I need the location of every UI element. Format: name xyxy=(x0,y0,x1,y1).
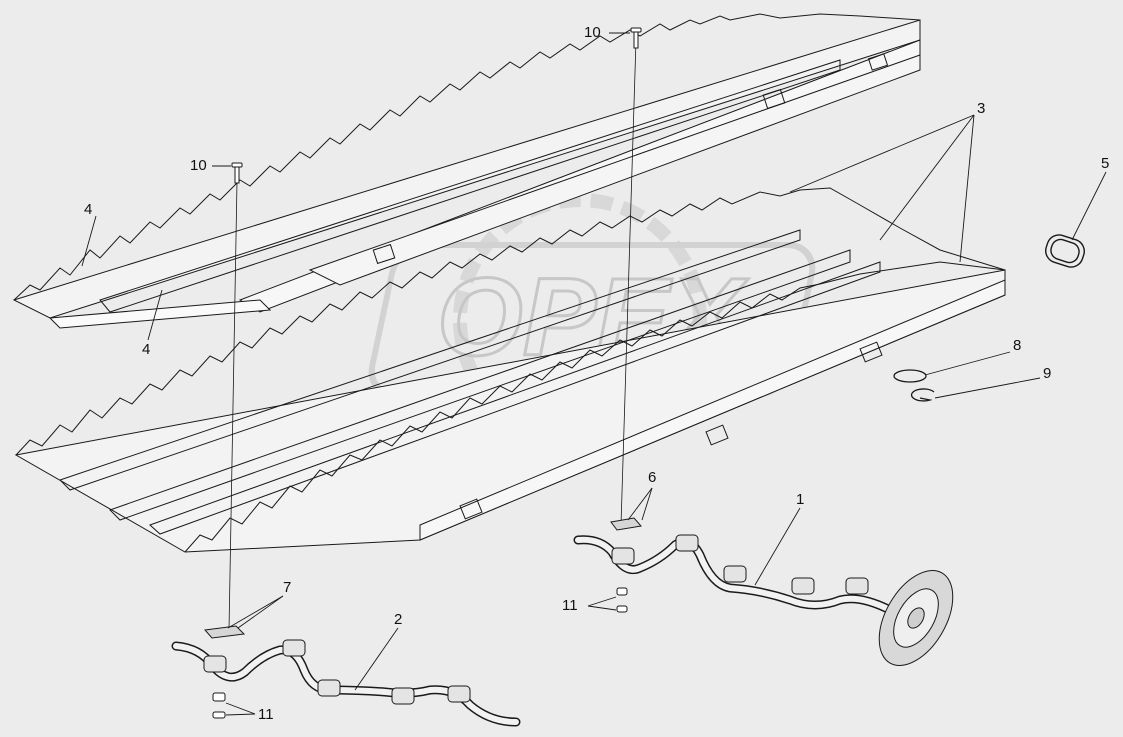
callout-4-upper: 4 xyxy=(84,201,93,218)
callout-10-upper: 10 xyxy=(584,24,601,41)
bearing-housing xyxy=(611,534,869,595)
alignment-lines xyxy=(228,39,637,631)
plate-6-icon xyxy=(610,517,642,531)
callout-4-lower: 4 xyxy=(142,341,151,358)
clip-9-icon xyxy=(910,388,935,402)
callout-1: 1 xyxy=(796,491,805,508)
bolt-10-left-icon xyxy=(231,162,243,184)
callout-7: 7 xyxy=(283,579,292,596)
callout-3: 3 xyxy=(977,100,986,117)
crankshaft-1 xyxy=(573,534,954,666)
callout-11-right: 11 xyxy=(562,597,578,614)
crankshaft-2 xyxy=(171,639,521,727)
callout-2: 2 xyxy=(394,611,403,628)
nut-11-right-icon xyxy=(616,587,628,613)
callout-5: 5 xyxy=(1101,155,1110,172)
bolt-10-upper-icon xyxy=(630,27,642,49)
lower-divider-assembly xyxy=(14,187,1006,553)
bearing-housing xyxy=(203,639,471,705)
plate-7-icon xyxy=(204,625,246,639)
seal-ring-5-icon xyxy=(1045,234,1085,268)
upper-divider-assembly xyxy=(12,13,921,329)
leader-lines xyxy=(81,32,1107,716)
callout-10-left: 10 xyxy=(190,157,207,174)
washer-8-icon xyxy=(893,369,927,383)
callout-11-left: 11 xyxy=(258,706,274,723)
callout-9: 9 xyxy=(1043,365,1052,382)
nut-11-left-icon xyxy=(212,692,226,719)
callout-8: 8 xyxy=(1013,337,1022,354)
callout-6: 6 xyxy=(648,469,657,486)
